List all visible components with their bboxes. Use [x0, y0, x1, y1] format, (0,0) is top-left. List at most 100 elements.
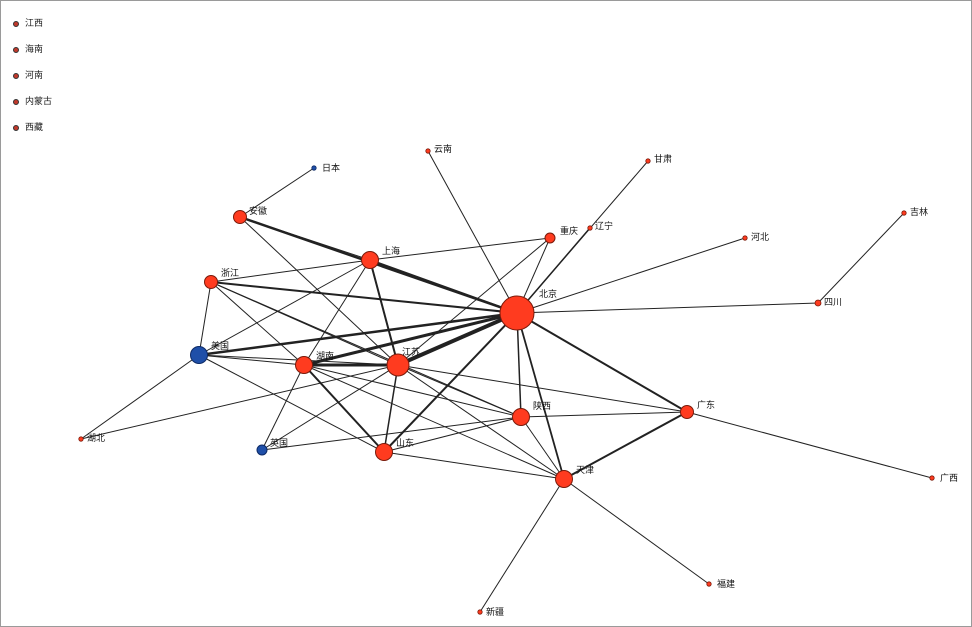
edge-shanghai-hunan	[303, 259, 371, 366]
node-label-uk: 英国	[270, 437, 288, 449]
node-circle-tianjin[interactable]	[555, 470, 573, 488]
edge-usa-hunan	[198, 354, 305, 366]
node-circle-yunnan[interactable]	[425, 148, 431, 154]
node-chongqing[interactable]: 重庆	[544, 225, 578, 244]
node-label-tianjin: 天津	[576, 465, 594, 476]
isolated-node-label: 西藏	[25, 123, 44, 133]
node-label-zhejiang: 浙江	[221, 267, 239, 279]
edge-uk-shaanxi	[261, 416, 522, 451]
node-usa[interactable]: 美国	[190, 340, 230, 364]
node-xinjiang[interactable]: 新疆	[477, 606, 504, 618]
node-jilin[interactable]: 吉林	[901, 206, 928, 218]
node-circle-hunan[interactable]	[295, 356, 313, 374]
node-shanghai[interactable]: 上海	[361, 245, 401, 269]
edge-beijing-shandong	[383, 312, 518, 453]
edge-hunan-uk	[261, 364, 305, 451]
node-fujian[interactable]: 福建	[706, 578, 735, 590]
node-liaoning[interactable]: 辽宁	[587, 220, 613, 232]
node-label-shanghai: 上海	[382, 245, 400, 257]
edge-beijing-tianjin	[516, 312, 565, 480]
edge-usa-shandong	[198, 354, 385, 453]
edge-hubei-jiangsu	[80, 364, 399, 440]
node-uk[interactable]: 英国	[256, 437, 288, 456]
edge-beijing-gansu	[516, 160, 649, 314]
node-circle-guangdong[interactable]	[680, 405, 694, 419]
node-guangxi[interactable]: 广西	[929, 472, 958, 484]
node-circle-hebei[interactable]	[742, 235, 748, 241]
node-shaanxi[interactable]: 陕西	[512, 400, 552, 426]
node-sichuan[interactable]: 四川	[814, 298, 842, 308]
edge-guangdong-guangxi	[686, 411, 933, 479]
node-circle-japan[interactable]	[311, 165, 317, 171]
node-circle-beijing[interactable]	[499, 295, 535, 331]
node-label-guangxi: 广西	[940, 472, 958, 484]
node-circle-anhui[interactable]	[233, 210, 247, 224]
node-guangdong[interactable]: 广东	[680, 399, 716, 419]
node-zhejiang[interactable]: 浙江	[204, 267, 240, 289]
node-anhui[interactable]: 安徽	[233, 205, 268, 224]
node-label-jilin: 吉林	[910, 206, 928, 218]
edge-jiangsu-uk	[261, 364, 399, 451]
node-hubei[interactable]: 湖北	[78, 433, 105, 444]
node-circle-liaoning[interactable]	[587, 225, 593, 231]
node-circle-hubei[interactable]	[78, 436, 84, 442]
node-hunan[interactable]: 湖南	[295, 350, 335, 374]
node-label-hubei: 湖北	[87, 433, 105, 444]
node-label-beijing: 北京	[539, 288, 557, 300]
edge-usa-hubei	[80, 354, 200, 440]
node-hebei[interactable]: 河北	[742, 231, 769, 243]
isolated-node-label: 江西	[25, 19, 44, 29]
node-circle-chongqing[interactable]	[544, 232, 556, 244]
edge-hunan-shandong	[303, 364, 385, 453]
edge-beijing-hebei	[516, 237, 746, 314]
edge-zhejiang-shaanxi	[210, 281, 522, 418]
node-gansu[interactable]: 甘肃	[645, 153, 672, 165]
edge-shanghai-zhejiang	[210, 259, 371, 283]
edge-jiangsu-shaanxi	[397, 364, 522, 418]
edge-tianjin-guangdong	[563, 411, 688, 480]
node-circle-jiangsu[interactable]	[386, 353, 410, 377]
node-circle-shandong[interactable]	[375, 443, 393, 461]
node-jiangsu[interactable]: 江苏	[386, 346, 420, 377]
node-circle-fujian[interactable]	[706, 581, 712, 587]
edge-hunan-shaanxi	[303, 364, 522, 418]
node-circle-xinjiang[interactable]	[477, 609, 483, 615]
isolated-node: 海南	[13, 37, 52, 63]
edge-beijing-shanghai	[369, 259, 518, 314]
node-label-guangdong: 广东	[697, 399, 715, 411]
node-yunnan[interactable]: 云南	[425, 143, 452, 155]
node-circle-sichuan[interactable]	[814, 299, 822, 307]
node-circle-shanghai[interactable]	[361, 251, 379, 269]
edge-anhui-shanghai	[239, 216, 371, 261]
node-circle-usa[interactable]	[190, 346, 208, 364]
edge-shandong-tianjin	[383, 451, 565, 480]
node-label-fujian: 福建	[717, 578, 735, 590]
node-circle-uk[interactable]	[256, 444, 268, 456]
node-dot-icon	[13, 73, 19, 79]
edge-shaanxi-guangdong	[520, 411, 688, 418]
edge-zhejiang-usa	[198, 281, 212, 356]
isolated-node: 江西	[13, 11, 52, 37]
edge-beijing-hunan	[303, 311, 518, 367]
node-circle-shaanxi[interactable]	[512, 408, 530, 426]
edge-beijing-usa	[198, 311, 518, 357]
edge-jiangsu-chongqing	[397, 237, 551, 366]
node-label-jiangsu: 江苏	[402, 346, 420, 358]
edge-beijing-guangdong	[516, 312, 688, 413]
node-circle-zhejiang[interactable]	[204, 275, 218, 289]
node-beijing[interactable]: 北京	[499, 288, 557, 331]
node-label-japan: 日本	[322, 162, 340, 174]
node-circle-guangxi[interactable]	[929, 475, 935, 481]
node-circle-gansu[interactable]	[645, 158, 651, 164]
node-tianjin[interactable]: 天津	[555, 465, 595, 488]
node-label-liaoning: 辽宁	[595, 220, 613, 232]
node-circle-jilin[interactable]	[901, 210, 907, 216]
node-japan[interactable]: 日本	[311, 162, 340, 174]
edge-jiangsu-shandong	[383, 364, 399, 453]
edge-hunan-tianjin	[303, 364, 565, 480]
node-shandong[interactable]: 山东	[375, 437, 415, 461]
node-dot-icon	[13, 21, 19, 27]
edge-shanghai-chongqing	[369, 237, 551, 261]
